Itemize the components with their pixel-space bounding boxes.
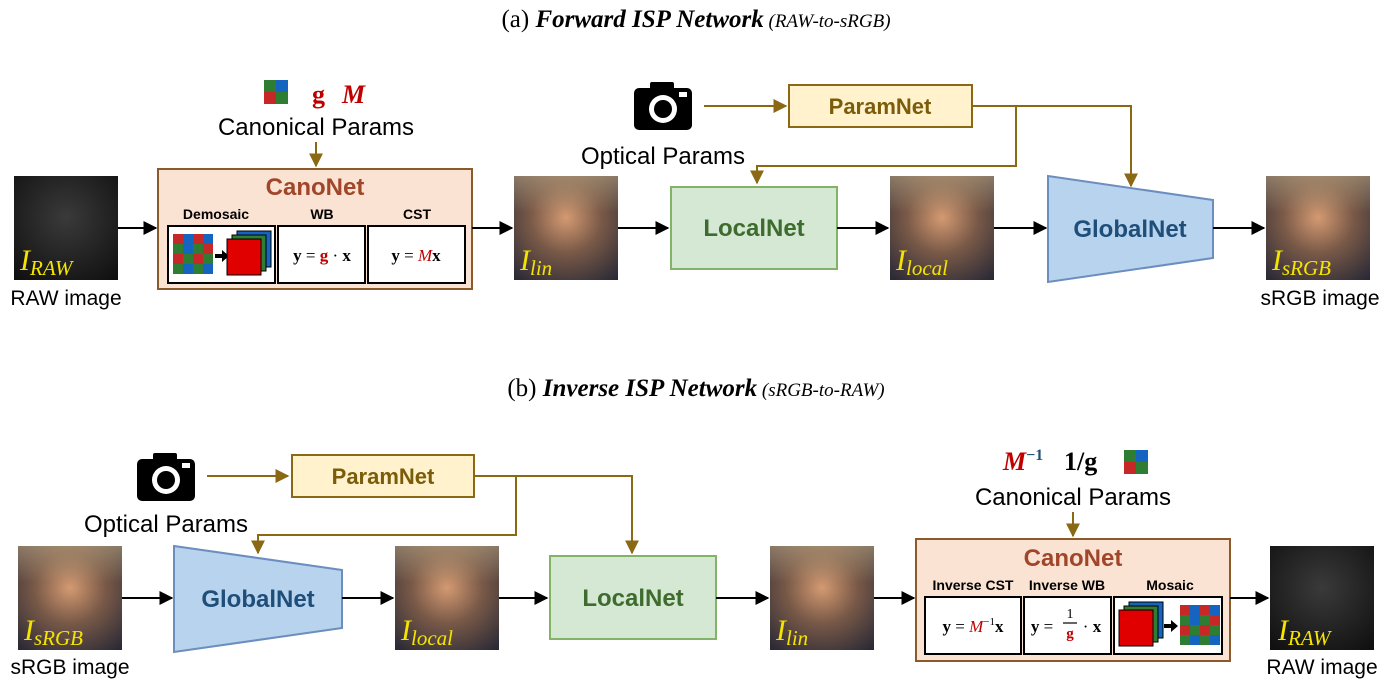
inverse-wb-box	[1023, 596, 1112, 655]
svg-text:IRAW: IRAW	[1277, 614, 1333, 650]
svg-text:LocalNet: LocalNet	[582, 585, 683, 612]
cst-formula: y = Mx	[391, 246, 441, 265]
svg-text:1: 1	[1067, 607, 1074, 622]
srgb-image-thumb-forward: IsRGB	[1266, 176, 1370, 280]
globalnet-forward: GlobalNet	[1047, 174, 1214, 284]
raw-image-label-inverse: RAW image	[1266, 656, 1377, 679]
local-image-thumb-forward: Ilocal	[890, 176, 994, 280]
srgb-image-thumb-inverse: IsRGB	[18, 546, 122, 650]
canonical-params-icons-forward: g M	[264, 80, 366, 109]
localnet-inverse: LocalNet	[549, 555, 717, 640]
bayer-grid-icon	[173, 234, 213, 274]
demosaic-label: Demosaic	[183, 206, 249, 222]
svg-text:LocalNet: LocalNet	[703, 215, 804, 242]
svg-text:· x: · x	[1083, 617, 1102, 636]
globalnet-inverse: GlobalNet	[173, 544, 343, 654]
camera-icon-inverse	[137, 453, 195, 501]
lin-image-thumb-inverse: Ilin	[770, 546, 874, 650]
mosaic-label: Mosaic	[1146, 577, 1194, 593]
bayer-icon	[1124, 450, 1148, 474]
arrow-paramnet-to-globalnet-forward	[972, 105, 1138, 188]
arrow-paramnet-to-localnet-inverse	[474, 475, 639, 555]
optical-params-label-inverse: Optical Params	[84, 511, 248, 538]
raw-image-label-forward: RAW image	[10, 287, 121, 310]
param-Minv: M	[1002, 447, 1027, 476]
lin-image-thumb-forward: Ilin	[514, 176, 618, 280]
canonet-inverse: CanoNet Inverse CST Inverse WB Mosaic y …	[915, 538, 1231, 662]
inverse-wb-label: Inverse WB	[1029, 577, 1105, 593]
cst-box	[367, 225, 466, 284]
rgb-stack-icon	[1118, 601, 1164, 647]
canonet-title-forward: CanoNet	[266, 174, 365, 201]
inverse-cst-label: Inverse CST	[933, 577, 1014, 593]
svg-text:ParamNet: ParamNet	[332, 464, 435, 489]
local-image-thumb-inverse: Ilocal	[395, 546, 499, 650]
demosaic-arrow-icon	[215, 250, 229, 262]
paramnet-forward: ParamNet	[788, 84, 973, 128]
srgb-image-label-forward: sRGB image	[1260, 287, 1379, 310]
param-g: g	[312, 80, 325, 109]
svg-text:ParamNet: ParamNet	[829, 94, 932, 119]
inverse-title: (b) Inverse ISP Network (sRGB-to-RAW)	[507, 375, 884, 402]
wb-box	[277, 225, 366, 284]
param-M: M	[341, 80, 366, 109]
wb-label: WB	[310, 206, 333, 222]
raw-image-thumb-inverse: IRAW	[1270, 546, 1374, 650]
svg-text:GlobalNet: GlobalNet	[1073, 216, 1186, 243]
canonical-params-label-inverse: Canonical Params	[975, 484, 1171, 511]
rgb-stack-icon	[226, 230, 272, 276]
canonical-params-label-forward: Canonical Params	[218, 114, 414, 141]
mosaic-arrow-icon	[1164, 620, 1178, 632]
srgb-image-label-inverse: sRGB image	[10, 656, 129, 679]
svg-text:Ilin: Ilin	[775, 614, 808, 650]
cst-label: CST	[403, 206, 431, 222]
inverse-cst-formula: y = M−1x	[943, 616, 1004, 636]
svg-text:IRAW: IRAW	[19, 244, 75, 280]
svg-text:g: g	[1066, 626, 1074, 642]
svg-text:Ilocal: Ilocal	[400, 614, 453, 650]
canonet-forward: CanoNet Demosaic WB CST y = g · x y = Mx	[157, 168, 473, 290]
bayer-icon	[264, 80, 288, 104]
svg-text:y =: y =	[1031, 617, 1053, 636]
optical-params-label-forward: Optical Params	[581, 143, 745, 170]
svg-text:M−1: M−1	[1002, 447, 1043, 476]
svg-text:Ilin: Ilin	[519, 244, 552, 280]
inverse-cst-box	[924, 596, 1022, 655]
canonet-title-inverse: CanoNet	[1024, 545, 1123, 572]
paramnet-inverse: ParamNet	[291, 454, 475, 498]
wb-formula: y = g · x	[293, 246, 351, 265]
svg-text:IsRGB: IsRGB	[1271, 244, 1331, 280]
inverse-wb-formula: y = 1 g · x	[1031, 607, 1102, 642]
svg-text:Ilocal: Ilocal	[895, 244, 948, 280]
camera-icon-forward	[634, 82, 692, 130]
bayer-grid-icon	[1180, 605, 1220, 645]
forward-title: (a) Forward ISP Network (RAW-to-sRGB)	[501, 6, 890, 33]
param-ginv: 1/g	[1064, 447, 1097, 476]
canonical-params-icons-inverse: M−1 1/g	[1002, 447, 1148, 476]
localnet-forward: LocalNet	[670, 186, 838, 270]
svg-text:GlobalNet: GlobalNet	[201, 586, 314, 613]
svg-text:IsRGB: IsRGB	[23, 614, 83, 650]
raw-image-thumb-forward: IRAW	[14, 176, 118, 280]
